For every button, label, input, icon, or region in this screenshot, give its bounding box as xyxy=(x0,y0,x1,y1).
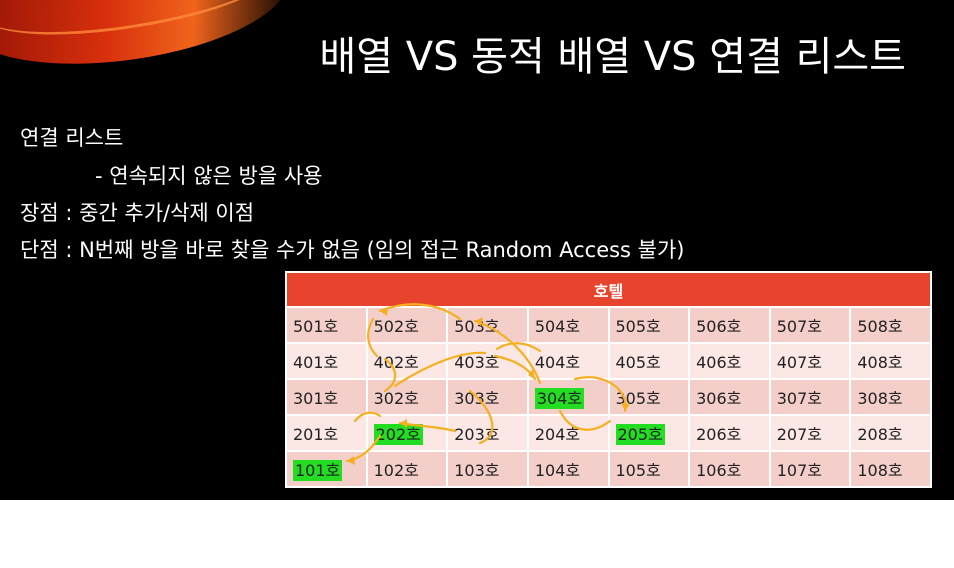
room-number: 303호 xyxy=(454,389,500,408)
room-number: 502호 xyxy=(373,317,419,336)
room-number: 103호 xyxy=(454,461,500,480)
room-number: 505호 xyxy=(615,317,661,336)
room-cell: 404호 xyxy=(526,342,610,380)
body-line-disadvantage: 단점 : N번째 방을 바로 찾을 수가 없음 (임의 접근 Random Ac… xyxy=(20,238,685,262)
room-number: 204호 xyxy=(534,425,581,444)
room-number: 105호 xyxy=(615,461,661,480)
room-cell: 501호 xyxy=(285,306,368,344)
room-cell: 406호 xyxy=(688,342,771,380)
hotel-table-header: 호텔 xyxy=(285,271,932,308)
room-number: 201호 xyxy=(293,425,339,444)
table-row: 101호 102호 103호 104호 105호 106호 107호 108호 xyxy=(285,450,932,488)
room-number: 203호 xyxy=(454,425,500,444)
room-number: 305호 xyxy=(615,389,661,408)
room-number: 404호 xyxy=(534,353,581,372)
slide: 배열 VS 동적 배열 VS 연결 리스트 연결 리스트 - 연속되지 않은 방… xyxy=(0,0,954,500)
room-number: 202호 xyxy=(373,424,423,445)
room-number: 302호 xyxy=(373,389,419,408)
room-cell: 502호 xyxy=(365,306,449,344)
room-cell: 303호 xyxy=(446,378,529,416)
room-number: 408호 xyxy=(857,353,903,372)
slide-title: 배열 VS 동적 배열 VS 연결 리스트 xyxy=(319,34,906,80)
room-number: 405호 xyxy=(615,353,661,372)
room-number: 501호 xyxy=(293,317,339,336)
room-cell: 108호 xyxy=(849,450,932,488)
room-cell: 401호 xyxy=(285,342,368,380)
room-cell: 505호 xyxy=(607,306,691,344)
room-cell: 503호 xyxy=(446,306,529,344)
room-number: 504호 xyxy=(534,317,581,336)
room-cell: 301호 xyxy=(285,378,368,416)
room-cell: 407호 xyxy=(768,342,852,380)
room-cell: 208호 xyxy=(849,414,932,452)
room-number: 107호 xyxy=(776,461,823,480)
room-cell: 307호 xyxy=(768,378,852,416)
body-line-linked-list: 연결 리스트 xyxy=(20,126,124,150)
room-number: 108호 xyxy=(857,461,903,480)
room-cell: 507호 xyxy=(768,306,852,344)
room-cell: 302호 xyxy=(365,378,449,416)
room-cell: 504호 xyxy=(526,306,610,344)
room-cell: 506호 xyxy=(688,306,771,344)
room-cell: 308호 xyxy=(849,378,932,416)
room-cell: 202호 xyxy=(365,414,449,452)
room-number: 102호 xyxy=(373,461,419,480)
body-line-non-contiguous: - 연속되지 않은 방을 사용 xyxy=(95,164,323,188)
room-cell: 305호 xyxy=(607,378,691,416)
room-number: 104호 xyxy=(534,461,581,480)
room-number: 506호 xyxy=(696,317,742,336)
room-number: 207호 xyxy=(776,425,823,444)
room-number: 304호 xyxy=(534,388,585,409)
room-number: 307호 xyxy=(776,389,823,408)
room-cell: 102호 xyxy=(365,450,449,488)
room-number: 101호 xyxy=(293,460,343,481)
room-cell: 203호 xyxy=(446,414,529,452)
room-cell: 207호 xyxy=(768,414,852,452)
room-cell: 408호 xyxy=(849,342,932,380)
room-number: 507호 xyxy=(776,317,823,336)
room-number: 106호 xyxy=(696,461,742,480)
room-cell: 107호 xyxy=(768,450,852,488)
room-number: 301호 xyxy=(293,389,339,408)
room-cell: 405호 xyxy=(607,342,691,380)
room-cell: 101호 xyxy=(285,450,368,488)
room-number: 308호 xyxy=(857,389,903,408)
room-number: 208호 xyxy=(857,425,903,444)
table-row: 501호 502호 503호 504호 505호 506호 507호 508호 xyxy=(285,306,932,344)
table-row: 201호 202호 203호 204호 205호 206호 207호 208호 xyxy=(285,414,932,452)
room-number: 403호 xyxy=(454,353,500,372)
room-cell: 106호 xyxy=(688,450,771,488)
room-cell: 201호 xyxy=(285,414,368,452)
room-number: 503호 xyxy=(454,317,500,336)
room-number: 401호 xyxy=(293,353,339,372)
room-cell: 403호 xyxy=(446,342,529,380)
room-cell: 104호 xyxy=(526,450,610,488)
table-row: 401호 402호 403호 404호 405호 406호 407호 408호 xyxy=(285,342,932,380)
room-cell: 204호 xyxy=(526,414,610,452)
room-cell: 103호 xyxy=(446,450,529,488)
room-cell: 508호 xyxy=(849,306,932,344)
room-cell: 306호 xyxy=(688,378,771,416)
room-cell: 402호 xyxy=(365,342,449,380)
room-cell: 304호 xyxy=(526,378,610,416)
room-number: 407호 xyxy=(776,353,823,372)
room-number: 406호 xyxy=(696,353,742,372)
room-number: 508호 xyxy=(857,317,903,336)
room-cell: 105호 xyxy=(607,450,691,488)
room-number: 205호 xyxy=(615,424,665,445)
table-row: 301호 302호 303호 304호 305호 306호 307호 308호 xyxy=(285,378,932,416)
room-number: 402호 xyxy=(373,353,419,372)
room-cell: 206호 xyxy=(688,414,771,452)
room-number: 306호 xyxy=(696,389,742,408)
room-cell: 205호 xyxy=(607,414,691,452)
room-number: 206호 xyxy=(696,425,742,444)
body-line-advantage: 장점 : 중간 추가/삭제 이점 xyxy=(20,201,255,225)
